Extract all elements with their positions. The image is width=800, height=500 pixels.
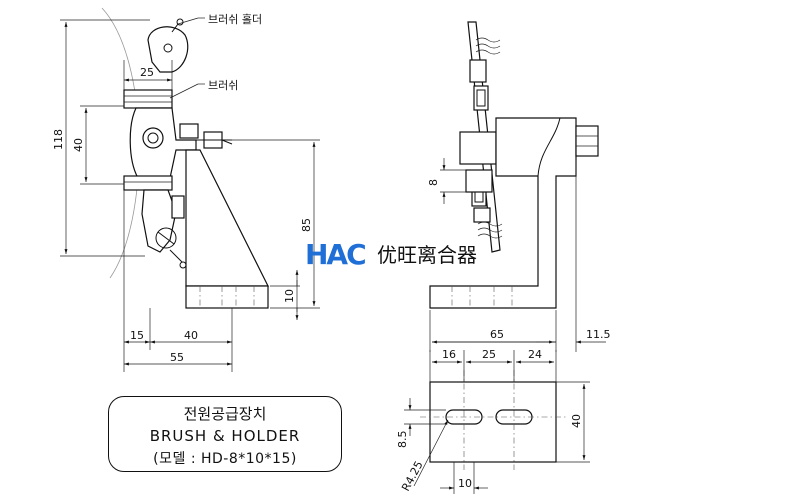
mount-base (185, 285, 269, 309)
base-plate-view (404, 350, 590, 494)
dim-118: 118 (52, 129, 65, 150)
logo-company-name: 优旺离合器 (377, 243, 477, 267)
title-model: (모델 : HD-8*10*15) (153, 451, 297, 467)
dim-r4-25: R4.25 (399, 459, 426, 493)
shaft-hub (459, 131, 497, 165)
dim-10-plate: 10 (458, 477, 472, 490)
label-brush: 브러쉬 (208, 79, 238, 92)
front-view (429, 21, 606, 352)
dim-55: 55 (170, 351, 184, 364)
mount-bracket (185, 149, 269, 287)
dim-16: 16 (442, 348, 456, 361)
dim-65: 65 (490, 328, 504, 341)
dim-85: 85 (300, 218, 313, 232)
dim-15: 15 (130, 329, 144, 342)
dim-25-plate: 25 (482, 348, 496, 361)
bolt-hole (142, 127, 164, 149)
dim-11-5: 11.5 (586, 328, 611, 341)
dim-24: 24 (528, 348, 542, 361)
title-korean: 전원공급장치 (183, 405, 267, 423)
dim-10-base: 10 (283, 289, 296, 303)
dim-8: 8 (427, 179, 440, 186)
logo-mark: HAC (305, 238, 367, 271)
dim-40-left: 40 (72, 138, 85, 152)
label-brush-holder: 브러쉬 홀더 (208, 13, 262, 26)
title-block: 전원공급장치 BRUSH & HOLDER (모델 : HD-8*10*15) (108, 396, 342, 472)
dim-25-top: 25 (140, 66, 154, 79)
title-english: BRUSH & HOLDER (149, 427, 301, 445)
holder-pin-hole (163, 43, 173, 53)
dim-40-bottom: 40 (184, 329, 198, 342)
brush-block (123, 89, 173, 109)
dim-8-5: 8.5 (396, 431, 409, 449)
clamp-bolt (179, 123, 199, 139)
l-bracket (429, 117, 577, 309)
side-view (60, 7, 320, 372)
end-bolt (575, 125, 599, 157)
dim-40-plate: 40 (570, 414, 583, 428)
